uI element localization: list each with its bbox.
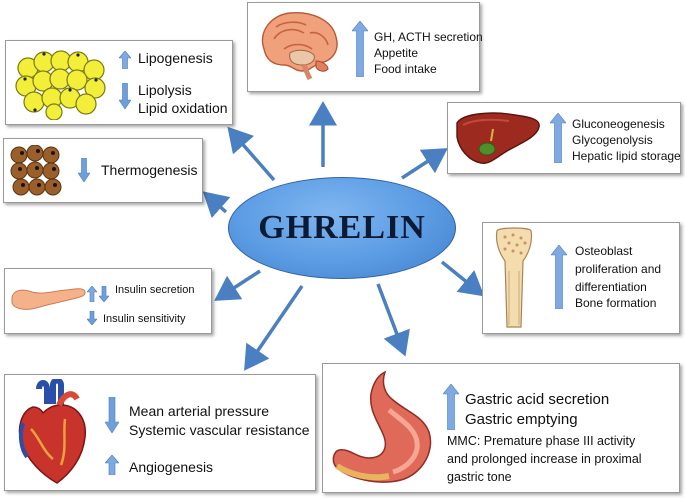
white-adipose-box: Lipogenesis Lipolysis Lipid oxidation: [5, 40, 233, 125]
up-arrow-icon: [352, 21, 368, 77]
up-arrow-icon: [551, 245, 567, 309]
up-arrow-icon: [105, 455, 119, 475]
pancreas-icon: [11, 288, 86, 310]
arrow-to-brown-fat: [202, 191, 231, 219]
up-arrow-icon: [119, 51, 131, 69]
pancreas-box: Insulin secretion Insulin sensitivity: [4, 268, 212, 334]
liver-icon: [456, 112, 540, 165]
angiogenesis-label: Angiogenesis: [129, 459, 214, 475]
liver-box: Gluconeogenesis Glycogenolysis Hepatic l…: [447, 102, 681, 174]
insulin-secretion-label: Insulin secretion: [115, 284, 195, 296]
arrow-to-pancreas: [214, 269, 261, 301]
gastric-emptying-label: Gastric emptying: [465, 411, 578, 428]
brain-icon: [261, 12, 338, 81]
down-arrow-icon: [119, 83, 131, 109]
arrow-to-stomach: [376, 283, 410, 357]
proliferation-label: proliferation and: [575, 262, 662, 276]
up-arrow-icon: [550, 113, 566, 163]
up-arrow-icon: [443, 384, 459, 430]
up-arrow-icon: [87, 286, 97, 302]
heart-box: Mean arterial pressure Systemic vascular…: [4, 374, 316, 491]
appetite-label: Appetite: [374, 46, 419, 60]
stomach-box: Gastric acid secretion Gastric emptying …: [322, 363, 680, 493]
mmc-note-line-1: MMC: Premature phase III activity: [447, 434, 636, 448]
arrow-to-heart: [244, 285, 304, 371]
insulin-sensitivity-label: Insulin sensitivity: [103, 313, 186, 325]
lipolysis-label: Lipolysis: [138, 82, 192, 98]
lipid-oxidation-label: Lipid oxidation: [138, 100, 228, 116]
food-intake-label: Food intake: [374, 62, 437, 76]
brown-adipocytes-icon: [10, 145, 62, 196]
down-arrow-icon: [105, 397, 119, 433]
arrow-to-white-fat: [227, 126, 276, 182]
glycogenolysis-label: Glycogenolysis: [572, 133, 653, 147]
bone-icon: [495, 227, 533, 328]
gastric-acid-secretion-label: Gastric acid secretion: [465, 391, 610, 408]
thermogenesis-label: Thermogenesis: [101, 162, 198, 178]
mmc-note-line-3: gastric tone: [447, 470, 512, 484]
down-arrow-icon: [78, 158, 90, 182]
white-adipocytes-icon: [15, 50, 106, 120]
mean-arterial-pressure-label: Mean arterial pressure: [129, 403, 270, 419]
arrow-to-bone: [440, 260, 485, 297]
gh-acth-secretion-label: GH, ACTH secretion: [374, 30, 483, 44]
down-arrow-icon: [99, 286, 109, 302]
bone-box: Osteoblast proliferation and differentia…: [482, 222, 680, 334]
gluconeogenesis-label: Gluconeogenesis: [572, 117, 665, 131]
bone-formation-label: Bone formation: [575, 296, 657, 310]
down-arrow-icon: [87, 311, 97, 325]
osteoblast-label: Osteoblast: [575, 244, 633, 258]
differentiation-label: differentiation: [575, 280, 647, 294]
heart-icon: [18, 379, 86, 484]
lipogenesis-label: Lipogenesis: [138, 50, 213, 66]
brain-box: GH, ACTH secretion Appetite Food intake: [247, 2, 483, 92]
ghrelin-label: GHRELIN: [258, 209, 426, 246]
mmc-note-line-2: and prolonged increase in proximal: [447, 452, 642, 466]
stomach-icon: [332, 370, 432, 483]
arrow-to-liver: [401, 148, 448, 180]
ghrelin-center-node: GHRELIN: [228, 177, 456, 279]
brown-adipose-box: Thermogenesis: [3, 138, 203, 203]
hepatic-lipid-storage-label: Hepatic lipid storage: [572, 149, 681, 163]
systemic-vascular-resistance-label: Systemic vascular resistance: [129, 422, 310, 438]
